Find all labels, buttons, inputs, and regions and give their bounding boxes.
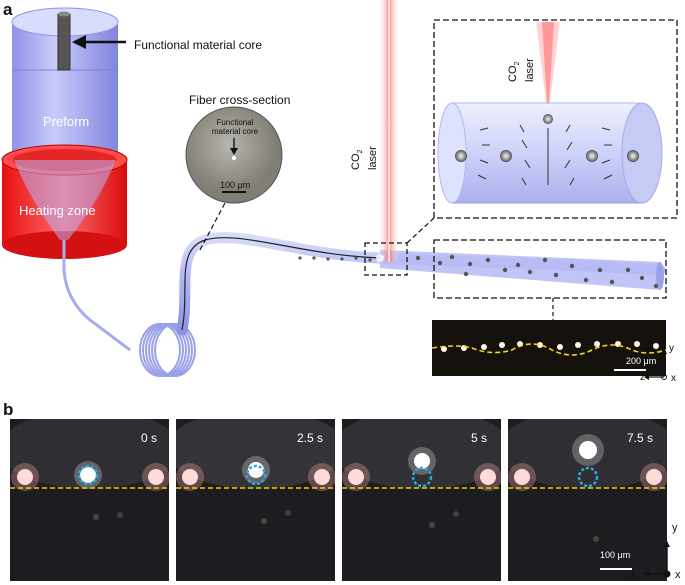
main-laser-co: CO	[350, 153, 362, 171]
flow-arrows	[477, 124, 613, 186]
micrograph-scale-label: 200 μm	[626, 356, 657, 366]
core-rod	[57, 13, 71, 71]
cross-section-scale-label: 100 μm	[220, 180, 251, 190]
frame-7-5s: 7.5 s 100 μm	[508, 419, 667, 581]
main-laser-label: CO2 laser	[350, 146, 379, 170]
inset-laser-co: CO	[507, 65, 519, 83]
axis-a-x: x	[671, 373, 676, 384]
axis-indicator-a	[644, 348, 667, 380]
panel-b-scale-label: 100 μm	[600, 550, 631, 560]
frame-7-5s-time: 7.5 s	[626, 431, 653, 445]
frame-2-5s-time: 2.5 s	[296, 431, 323, 445]
panel-a-letter: a	[3, 0, 13, 19]
main-laser-word: laser	[367, 146, 380, 170]
frame-0s-time: 0 s	[140, 431, 157, 445]
axis-b-z: z	[630, 569, 636, 581]
axis-a-z: z	[640, 372, 645, 383]
preform-label: Preform	[43, 114, 90, 129]
main-laser-sub: 2	[357, 149, 365, 154]
axis-indicator-b	[643, 541, 671, 578]
wave-path	[432, 343, 666, 356]
inset-laser-label: CO2 laser	[507, 58, 536, 82]
axis-b-x: x	[675, 569, 681, 581]
panel-b-letter: b	[3, 400, 14, 419]
spot-box	[364, 242, 408, 276]
fiber-micrograph	[432, 320, 666, 376]
panel-a-illustration	[1, 0, 678, 377]
frame-5s-time: 5 s	[470, 431, 487, 445]
drawn-fiber	[62, 240, 131, 352]
functional-core-label: Functional material core	[134, 38, 263, 52]
frame-5s: 5 s	[342, 419, 501, 581]
heating-zone-label: Heating zone	[19, 203, 96, 218]
inset-laser-sub: 2	[514, 61, 522, 66]
frame-0s: 0 s	[10, 419, 169, 581]
fiber-particles	[298, 254, 659, 289]
fiber-end-box	[433, 239, 667, 299]
axis-b-y: y	[672, 522, 678, 534]
frame-2-5s: 2.5 s	[176, 419, 335, 581]
fiber-cross-section-label: Fiber cross-section	[189, 93, 291, 107]
cross-section-core-label: Functional material core	[211, 118, 259, 136]
fiber-coil	[139, 323, 196, 377]
inset-laser-word: laser	[524, 58, 537, 82]
axis-a-y: y	[669, 343, 674, 354]
